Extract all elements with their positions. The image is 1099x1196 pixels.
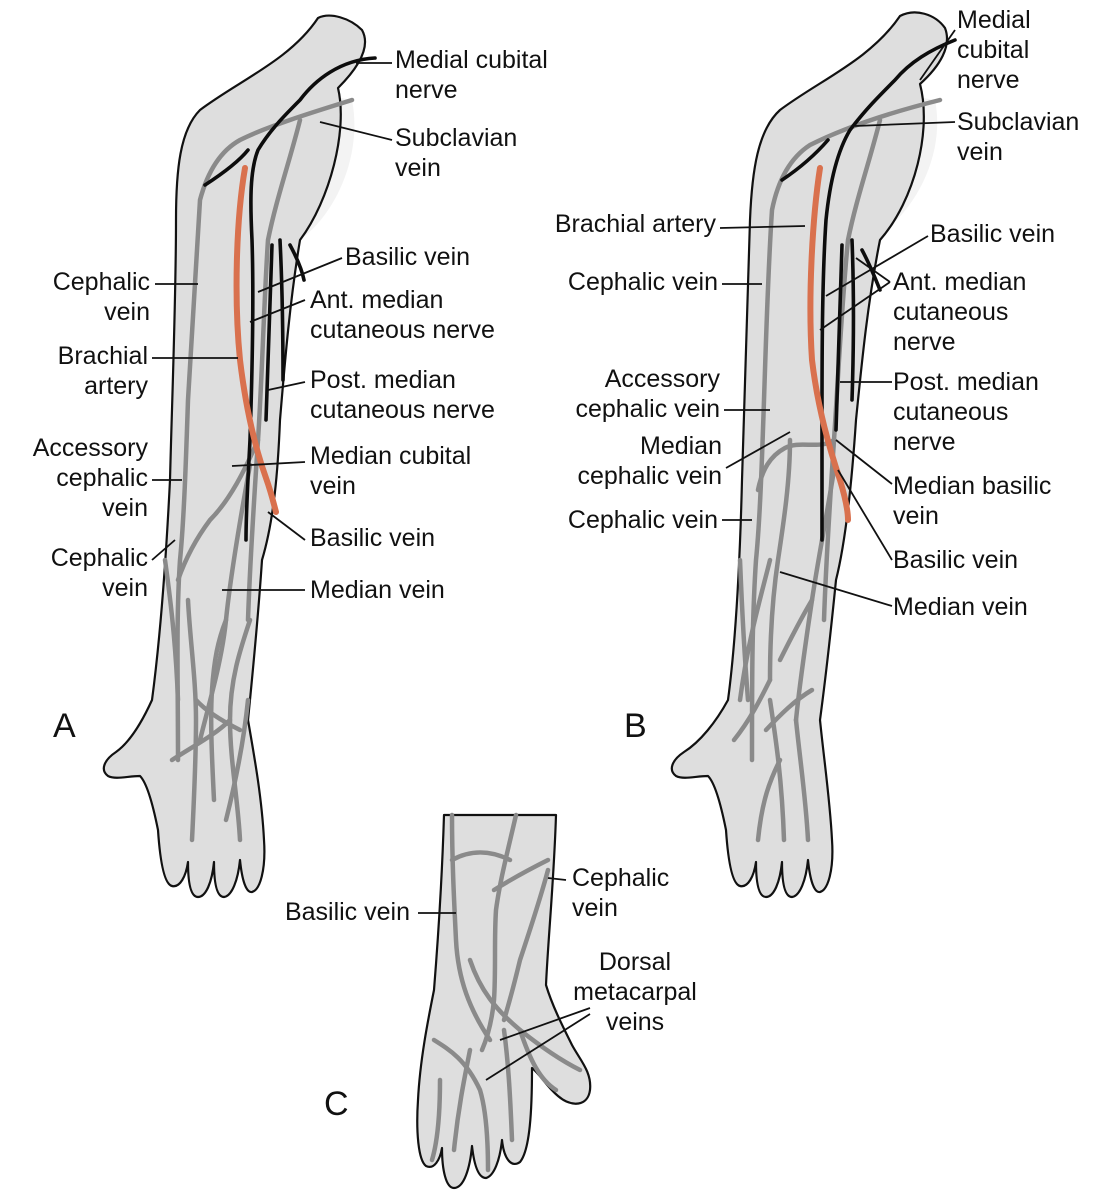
label-line: vein [310,472,356,500]
label-b-basilic-vein-upper: Basilic vein [930,220,1055,248]
label-line: veins [606,1008,664,1036]
label-line: Cephalic [53,268,150,296]
label-line: Post. median [893,368,1039,396]
label-line: cubital [957,36,1029,64]
label-line: Dorsal [599,948,671,976]
label-b-basilic-vein-lower: Basilic vein [893,546,1018,574]
label-line: vein [102,574,148,602]
label-a-basilic-vein-lower: Basilic vein [310,524,435,552]
label-line: cutaneous nerve [310,396,495,424]
label-line: cephalic vein [577,462,722,490]
label-line: Basilic vein [930,220,1055,248]
label-line: Cephalic vein [568,268,718,296]
label-line: vein [893,502,939,530]
label-line: Basilic vein [893,546,1018,574]
panel-letter-c: C [324,1085,349,1123]
label-line: nerve [893,428,956,456]
label-line: nerve [893,328,956,356]
label-line: cutaneous [893,298,1008,326]
label-line: Cephalic [572,864,669,892]
label-line: Ant. median [893,268,1026,296]
label-line: vein [957,138,1003,166]
label-a-basilic-vein-upper: Basilic vein [345,243,470,271]
label-line: nerve [957,66,1020,94]
label-line: Cephalic [51,544,148,572]
label-line: Medial [957,6,1031,34]
label-line: cutaneous [893,398,1008,426]
label-line: Basilic vein [345,243,470,271]
label-line: Median basilic [893,472,1051,500]
panel-letter-b: B [624,707,647,745]
label-line: artery [84,372,148,400]
label-line: Accessory [605,365,721,393]
label-line: Cephalic vein [568,506,718,534]
label-a-median-vein: Median vein [310,576,445,604]
label-b-median-vein: Median vein [893,593,1028,621]
label-line: Median vein [893,593,1028,621]
label-line: Medial cubital [395,46,548,74]
label-line: vein [102,494,148,522]
label-line: Median vein [310,576,445,604]
label-b-cephalic-vein-upper: Cephalic vein [568,268,718,296]
label-line: Ant. median [310,286,443,314]
label-line: vein [395,154,441,182]
label-line: cutaneous nerve [310,316,495,344]
label-line: Subclavian [395,124,517,152]
label-line: nerve [395,76,458,104]
label-line: Brachial [58,342,148,370]
label-line: vein [572,894,618,922]
label-line: Basilic vein [310,524,435,552]
label-line: Brachial artery [555,210,717,238]
label-line: Subclavian [957,108,1079,136]
label-line: Median [640,432,722,460]
panel-letter-a: A [53,707,76,745]
label-line: vein [104,298,150,326]
label-line: metacarpal [573,978,697,1006]
label-c-basilic-vein: Basilic vein [285,898,410,926]
label-b-cephalic-vein-lower: Cephalic vein [568,506,718,534]
label-line: Post. median [310,366,456,394]
label-line: Basilic vein [285,898,410,926]
label-line: Median cubital [310,442,471,470]
label-line: cephalic [56,464,148,492]
label-b-brachial-artery: Brachial artery [555,210,717,238]
label-line: Accessory [33,434,149,462]
label-line: cephalic vein [575,395,720,423]
